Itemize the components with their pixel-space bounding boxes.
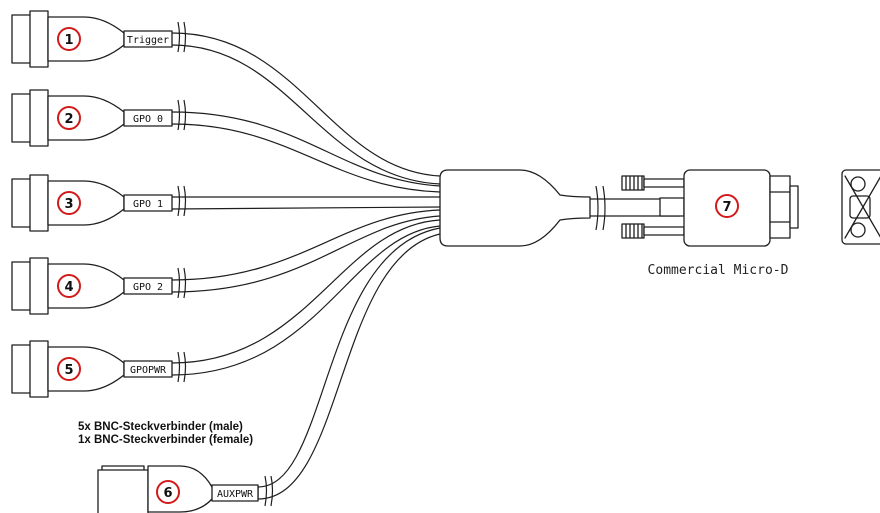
bnc-tag <box>123 30 173 48</box>
micro-d-connector <box>621 169 880 247</box>
bnc-connector-3: GPO 1 3 <box>11 174 173 232</box>
aux-tag-label: AUXPWR <box>217 489 254 500</box>
bnc-number-label: 1 <box>64 33 73 48</box>
note-line-2: 1x BNC-Steckverbinder (female) <box>78 434 253 446</box>
micro-d-caption: Commercial Micro-D <box>648 263 789 278</box>
bnc-tag <box>123 194 173 212</box>
splitter-body <box>439 169 680 247</box>
bnc-number-marker <box>57 274 81 298</box>
bnc-connector-5: GPOPWR 5 <box>11 340 173 398</box>
bnc-tag-label: Trigger <box>127 35 169 46</box>
cable-wires <box>171 21 441 507</box>
note-line-1: 5x BNC-Steckverbinder (male) <box>78 421 243 433</box>
screw-top <box>621 175 685 191</box>
bnc-connector-4: GPO 2 4 <box>11 257 173 315</box>
bnc-tag-label: GPO 2 <box>133 282 163 293</box>
bnc-number-label: 4 <box>64 280 73 295</box>
bnc-tag <box>123 109 173 127</box>
cable-break-marks <box>177 21 274 507</box>
bnc-number-label: 2 <box>64 112 73 127</box>
bnc-number-marker <box>57 191 81 215</box>
screw-bottom <box>621 223 685 239</box>
micro-d-number-marker <box>715 194 739 218</box>
bnc-number-label: 5 <box>64 363 73 378</box>
aux-number-label: 6 <box>163 486 172 501</box>
bnc-connector-2: GPO 0 2 <box>11 89 173 147</box>
bnc-tag-label: GPOPWR <box>130 365 167 376</box>
bnc-connector-1: Trigger 1 <box>11 10 173 68</box>
aux-number-marker <box>156 480 180 504</box>
bnc-tag <box>123 360 173 378</box>
bnc-tag-label: GPO 0 <box>133 114 163 125</box>
aux-connector: AUXPWR 6 <box>97 465 259 513</box>
connector-end-view <box>841 169 880 245</box>
micro-d-number-label: 7 <box>722 200 731 215</box>
bnc-number-marker <box>57 106 81 130</box>
bnc-tag <box>123 277 173 295</box>
bnc-number-label: 3 <box>64 197 73 212</box>
bnc-number-marker <box>57 357 81 381</box>
bnc-tag-label: GPO 1 <box>133 199 163 210</box>
bnc-number-marker <box>57 27 81 51</box>
